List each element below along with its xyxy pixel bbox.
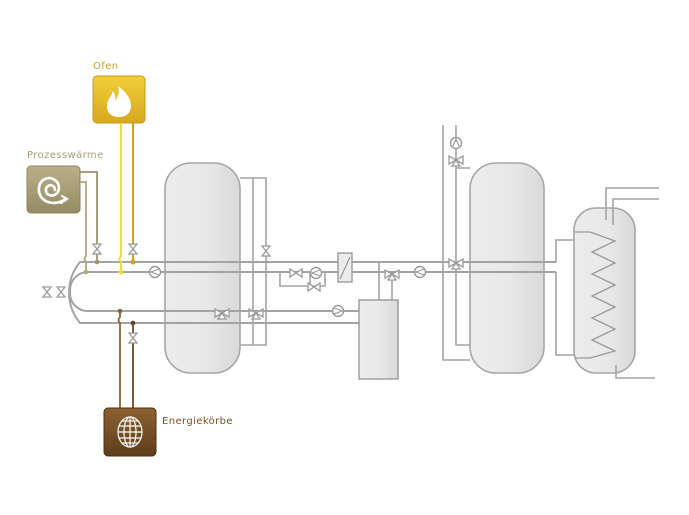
inner-loop-pipe [69,271,440,313]
process-heat-valve[interactable] [92,243,102,255]
heating-coil [575,231,617,359]
globe-basket-icon [117,416,143,448]
bypass-pump-icon[interactable] [309,266,323,280]
cold-water-inlet [615,365,655,379]
process-heat-label: Prozesswärme [27,150,104,161]
valve-tank1-top[interactable] [261,245,271,257]
main-loop-pipes [68,261,440,324]
energy-baskets-button[interactable] [103,407,157,457]
top-pump-icon[interactable] [449,136,463,150]
oven-button[interactable] [92,75,146,124]
oven-valve[interactable] [128,243,138,255]
oven-lines [118,123,136,275]
process-heat-lines [80,171,100,275]
flame-icon [106,86,131,117]
energy-baskets-label: Energiekörbe [162,416,233,427]
process-heat-button[interactable] [26,165,81,214]
buffer-tank-2 [469,162,545,374]
spiral-arrow-icon [37,176,70,205]
bypass-valve-2[interactable] [307,282,321,292]
buffer-tank-1 [164,162,241,374]
heat-exchanger [337,252,353,283]
boiler-unit [358,299,399,380]
pump-lower-icon[interactable] [331,304,345,318]
pump-icon[interactable] [148,265,162,279]
oven-label: Ofen [93,61,118,72]
loop-valve-outer[interactable] [42,286,52,298]
energy-baskets-valve[interactable] [128,332,138,344]
bypass-valve-1[interactable] [289,268,303,278]
pump-right-icon[interactable] [413,265,427,279]
hot-water-outlet [605,187,659,220]
circulation-line [612,198,659,225]
bypass-branch [266,271,340,287]
loop-valve-inner[interactable] [56,286,66,298]
